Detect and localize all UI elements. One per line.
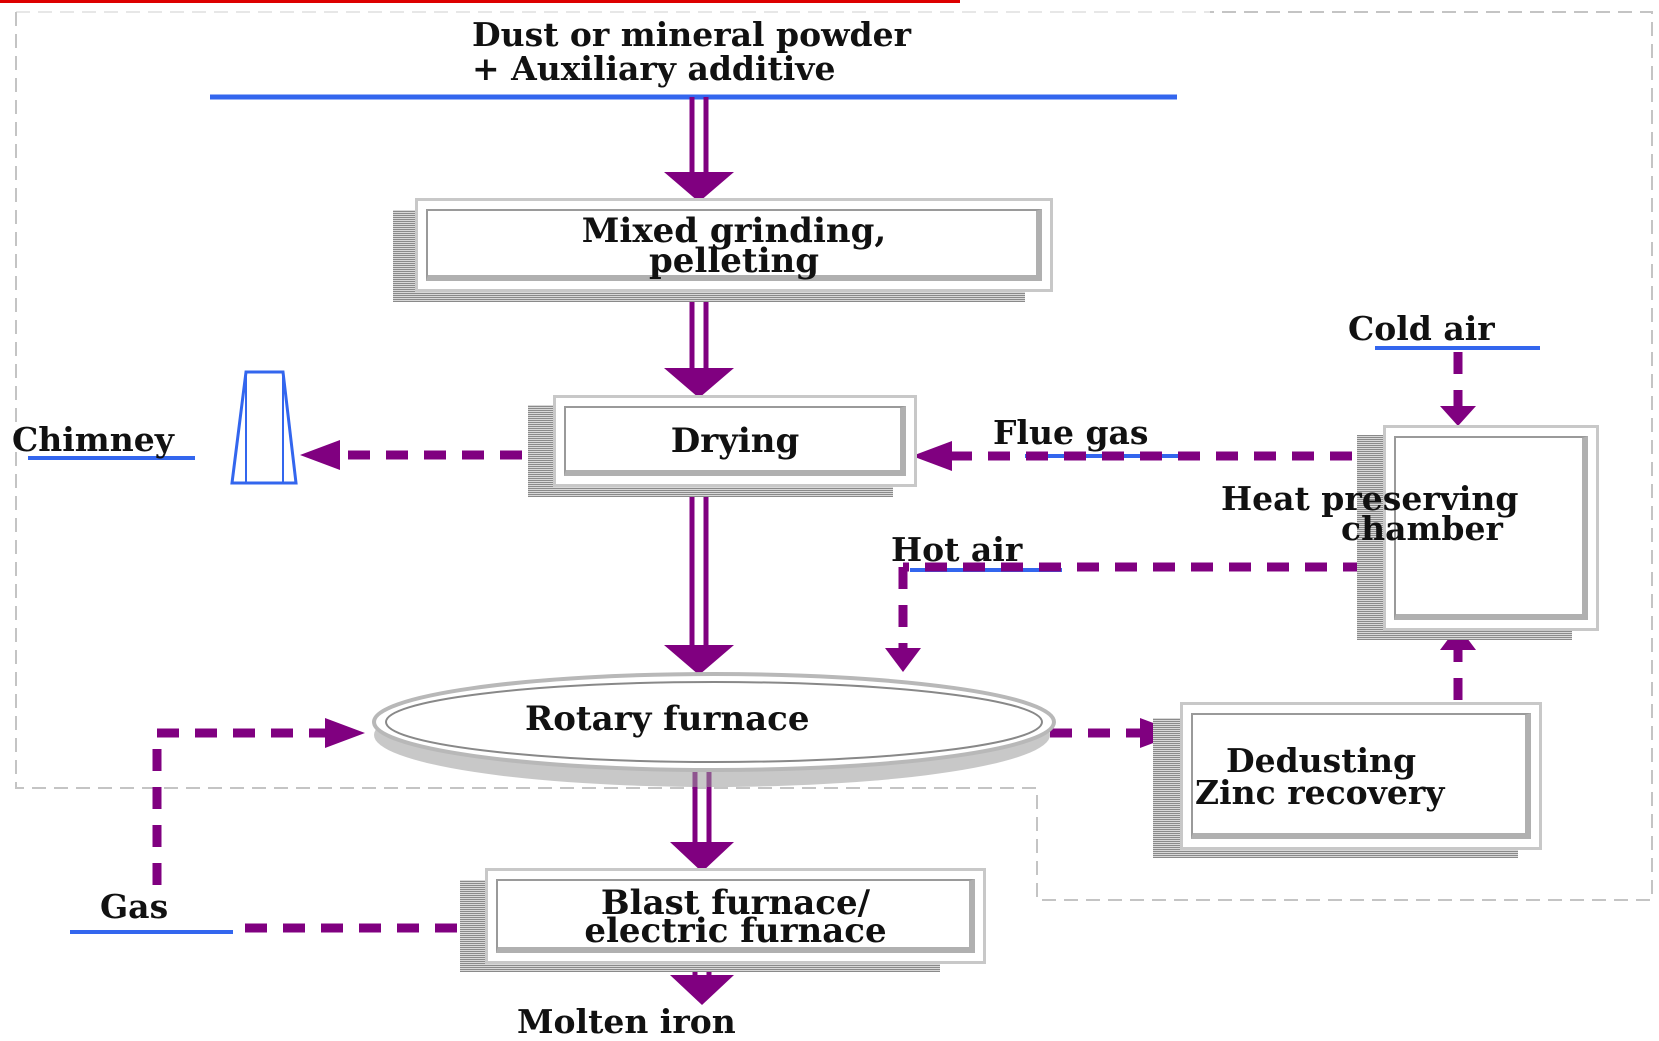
heat-chamber-text-line2: chamber (1341, 509, 1503, 548)
system-boundary (15, 11, 1653, 901)
dotted-flows (152, 352, 1463, 933)
heat-chamber-text-line1: Heat preserving (1221, 479, 1519, 518)
input-label-line2: + Auxiliary additive (472, 49, 836, 88)
cold-air-label: Cold air (1348, 309, 1495, 348)
grinding-text-line1: Mixed grinding, (581, 211, 887, 251)
top-red-bar (0, 0, 960, 3)
gas-label: Gas (100, 887, 169, 926)
molten-iron-label: Molten iron (517, 1002, 736, 1041)
blast-box: Blast furnace/ electric furnace (485, 868, 986, 964)
dedust-text-line2: Zinc recovery (1195, 773, 1445, 812)
flue-gas-label: Flue gas (993, 413, 1149, 452)
dedust-box (1180, 702, 1542, 850)
hot-air-label: Hot air (891, 530, 1023, 569)
main-arrowheads (664, 172, 734, 1005)
rotary-furnace-text: Rotary furnace (525, 699, 810, 739)
chimney-label: Chimney (12, 420, 174, 459)
grinding-text-line2: pelleting (649, 241, 819, 281)
drying-box: Drying (553, 395, 917, 487)
blast-text-line1: Blast furnace/ (600, 883, 871, 923)
heat-chamber-box (1383, 425, 1599, 631)
drying-text: Drying (670, 421, 800, 461)
blast-text-line2: electric furnace (584, 911, 887, 951)
input-label-line1: Dust or mineral powder (472, 15, 911, 54)
rotary-furnace-inner (385, 681, 1043, 763)
chimney-icon (230, 370, 298, 485)
dedust-text-line1: Dedusting (1226, 741, 1417, 780)
grinding-box: Mixed grinding, pelleting (415, 198, 1053, 292)
